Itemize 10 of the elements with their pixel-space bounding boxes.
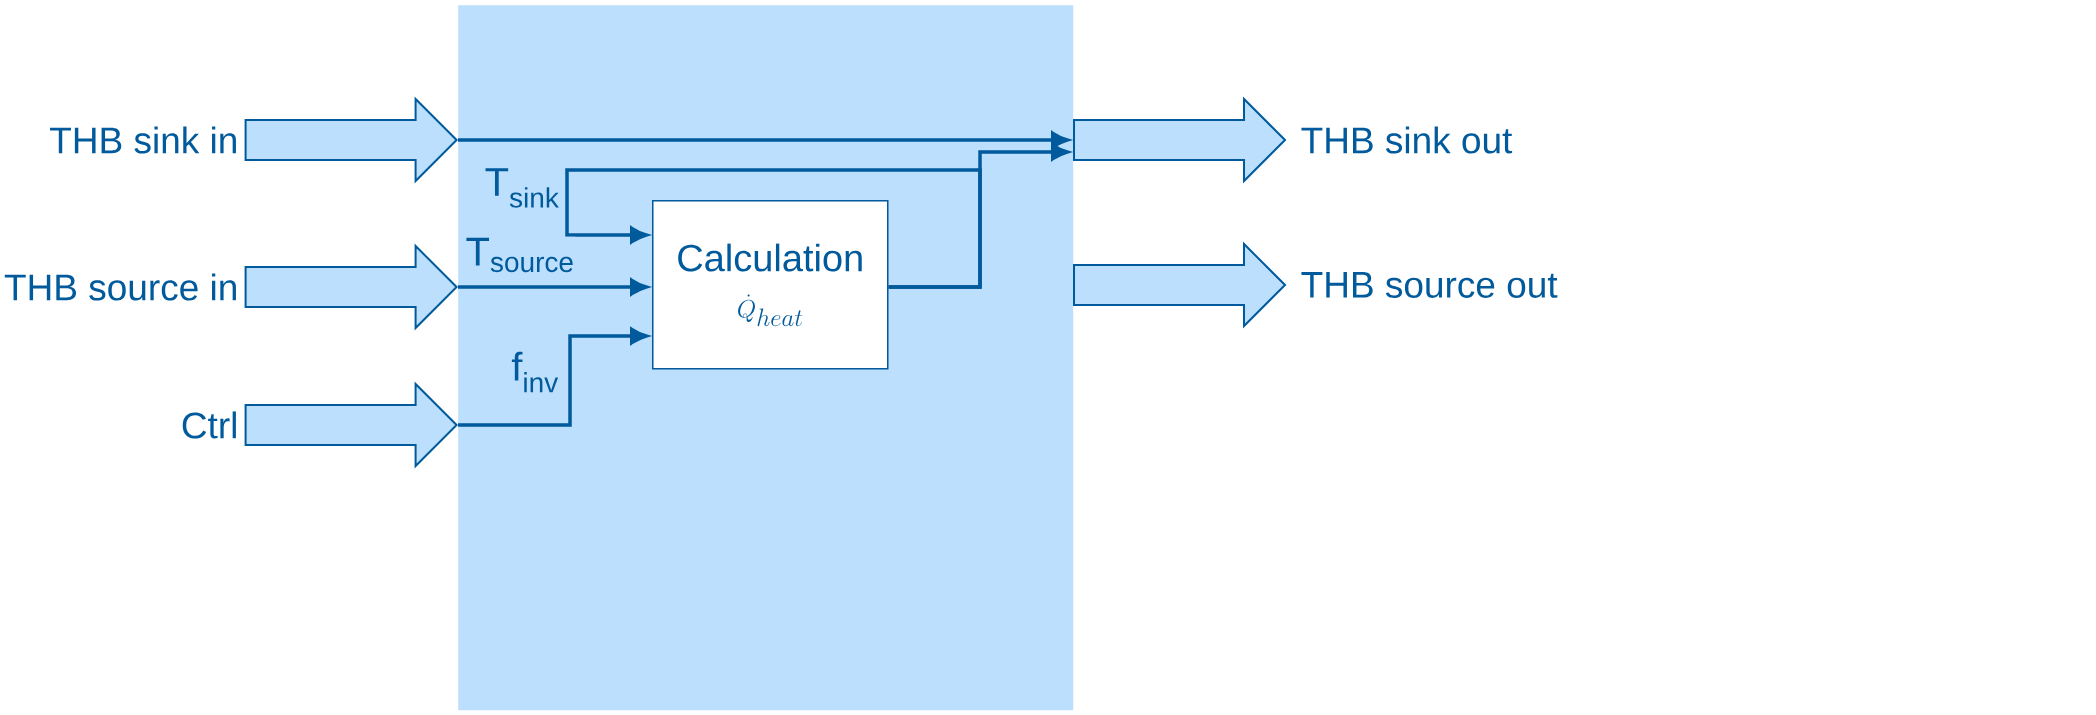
port-label: THB source in [4, 273, 236, 301]
port-label: THB sink in [50, 126, 236, 154]
port-label: THB sink out [1301, 126, 1513, 154]
edge-label: T$_{source}$ [464, 236, 576, 274]
edge-label: f$_{inv}$ [510, 350, 560, 394]
process-box: Calculation $\dot{Q}_{heat}$ [652, 200, 889, 370]
arrow [565, 168, 982, 289]
port-label: Ctrl [182, 411, 236, 439]
port-label: THB source out [1301, 272, 1558, 298]
edge-label: T$_{sink}$ [483, 167, 561, 209]
